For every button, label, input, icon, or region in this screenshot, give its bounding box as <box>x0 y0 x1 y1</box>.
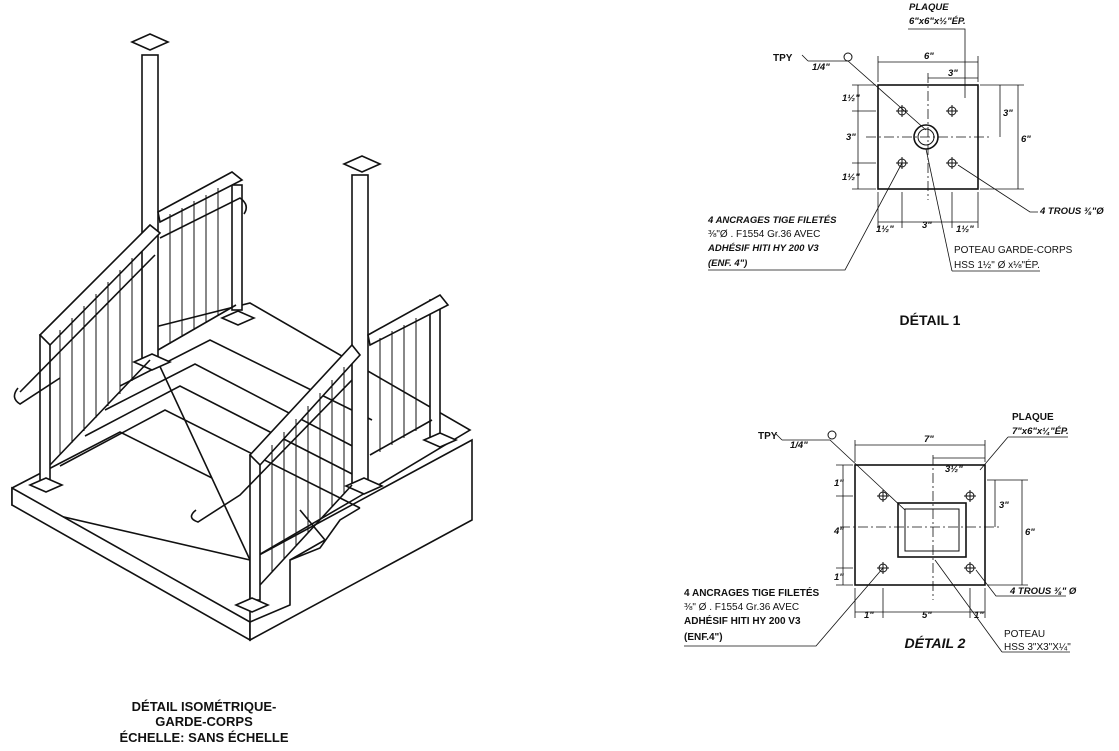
iso-title-line1: DÉTAIL ISOMÉTRIQUE- <box>132 699 277 714</box>
detail2-dim-right-full: 6" <box>1025 527 1035 538</box>
right-balusters <box>379 318 417 452</box>
detail1-anchor-4: (ENF. 4") <box>708 258 747 269</box>
detail1-plate-label-1: PLAQUE <box>909 2 949 13</box>
back-top-rail <box>157 171 244 224</box>
detail2-plate <box>854 464 986 586</box>
iso-title-line3: ÉCHELLE: SANS ÉCHELLE <box>119 730 288 745</box>
post-back <box>231 184 243 311</box>
detail1-drawing <box>708 28 1040 272</box>
detail1-holes: 4 TROUS ⅜"Ø <box>1039 206 1104 217</box>
back-handrail <box>159 197 248 239</box>
left-top-rail <box>38 223 162 347</box>
detail2-dim-bot-mid: 5" <box>922 610 932 621</box>
back-bottom-rail <box>157 304 237 351</box>
detail1-post-2: HSS 1½" Ø x⅛"ÉP. <box>954 258 1040 271</box>
iso-title-line2: GARDE-CORPS <box>155 714 253 729</box>
detail1-dim-bot-right: 1½" <box>956 224 974 235</box>
detail1-dim-side-top: 1½" <box>842 93 860 104</box>
detail2-anchor-holes <box>877 490 976 574</box>
detail2-weld-tpy: TPY <box>758 431 778 442</box>
detail1-dim-bot-mid: 3" <box>922 220 932 231</box>
detail2-title: DÉTAIL 2 <box>905 635 966 651</box>
detail1-dim-right-top: 3" <box>1003 108 1013 119</box>
detail2-dim-width: 7" <box>924 434 934 445</box>
detail1-anchor-2: ⅜"Ø . F1554 Gr.36 AVEC <box>708 229 820 240</box>
step-2 <box>84 385 361 479</box>
detail2-dim-side-bot: 1" <box>834 572 844 583</box>
detail1-dim-side-mid: 3" <box>846 132 856 143</box>
detail2-dim-side-mid: 4" <box>833 526 844 537</box>
post-left-base-plate <box>132 353 172 371</box>
post-right <box>429 299 441 441</box>
post-left-tall <box>141 54 159 366</box>
detail2-post-1: POTEAU <box>1004 629 1045 640</box>
detail1-post-1: POTEAU GARDE-CORPS <box>954 245 1073 256</box>
detail2-plate-label-1: PLAQUE <box>1012 412 1054 423</box>
post-front-left <box>39 334 51 483</box>
left-handrail <box>19 254 156 393</box>
post-front-right-plate <box>234 597 270 613</box>
post-right-plate <box>422 432 458 448</box>
detail1-dim-half: 3" <box>948 68 958 79</box>
detail1-dim-side-bot: 1½" <box>842 172 860 183</box>
front-top-rail <box>248 343 362 467</box>
detail2-anchor-2: ⅜" Ø . F1554 Gr.36 AVEC <box>684 602 799 613</box>
detail1-dim-bot-left: 1½" <box>876 224 894 235</box>
right-top-rail <box>367 293 450 347</box>
detail2-weld-size: 1/4" <box>790 440 808 451</box>
detail1-dim-width: 6" <box>924 51 934 62</box>
post-mid-base-plate <box>344 477 384 495</box>
stair-side-profile-2 <box>289 507 361 561</box>
detail2-holes: 4 TROUS ⅜" Ø <box>1009 586 1077 597</box>
post-left-cap <box>130 33 170 51</box>
detail2-anchor-1: 4 ANCRAGES TIGE FILETÉS <box>684 586 820 599</box>
detail2-dim-side-top: 1" <box>834 478 844 489</box>
post-mid-tall <box>351 174 369 488</box>
left-handrail-end <box>13 377 61 405</box>
detail1-title: DÉTAIL 1 <box>900 312 961 328</box>
post-mid-cap <box>342 155 382 173</box>
detail1-weld-size: 1/4" <box>812 62 830 73</box>
detail2-dim-right-top: 3" <box>999 500 1009 511</box>
detail2-anchor-3: ADHÉSIF HITI HY 200 V3 <box>684 614 801 627</box>
detail1-anchor-1: 4 ANCRAGES TIGE FILETÉS <box>707 215 837 226</box>
detail2-dim-half: 3½" <box>945 464 963 475</box>
front-bottom-rail <box>259 484 353 586</box>
detail1-plate-label-2: 6"x6"x½"ÉP. <box>909 16 966 27</box>
detail2-dim-bot-right: 1" <box>974 610 984 621</box>
detail2-drawing <box>684 430 1070 653</box>
left-bottom-rail <box>49 359 151 466</box>
detail2-anchor-4: (ENF.4") <box>684 632 723 643</box>
step-1 <box>59 409 361 509</box>
detail2-post-square <box>897 502 967 558</box>
front-handrail <box>190 379 353 523</box>
detail2-plate-label-2: 7"x6"x¼"ÉP. <box>1012 426 1069 437</box>
detail2-dim-bot-left: 1" <box>864 610 874 621</box>
detail1-weld-tpy: TPY <box>773 53 793 64</box>
detail2-post-2: HSS 3"X3"X¼" <box>1004 641 1071 653</box>
detail1-dim-right-full: 6" <box>1021 134 1031 145</box>
isometric-stair-drawing <box>11 33 473 642</box>
step-3 <box>104 363 361 451</box>
detail1-anchor-3: ADHÉSIF HITI HY 200 V3 <box>707 243 819 254</box>
post-back-plate <box>220 310 256 326</box>
post-front-left-plate <box>28 477 64 493</box>
